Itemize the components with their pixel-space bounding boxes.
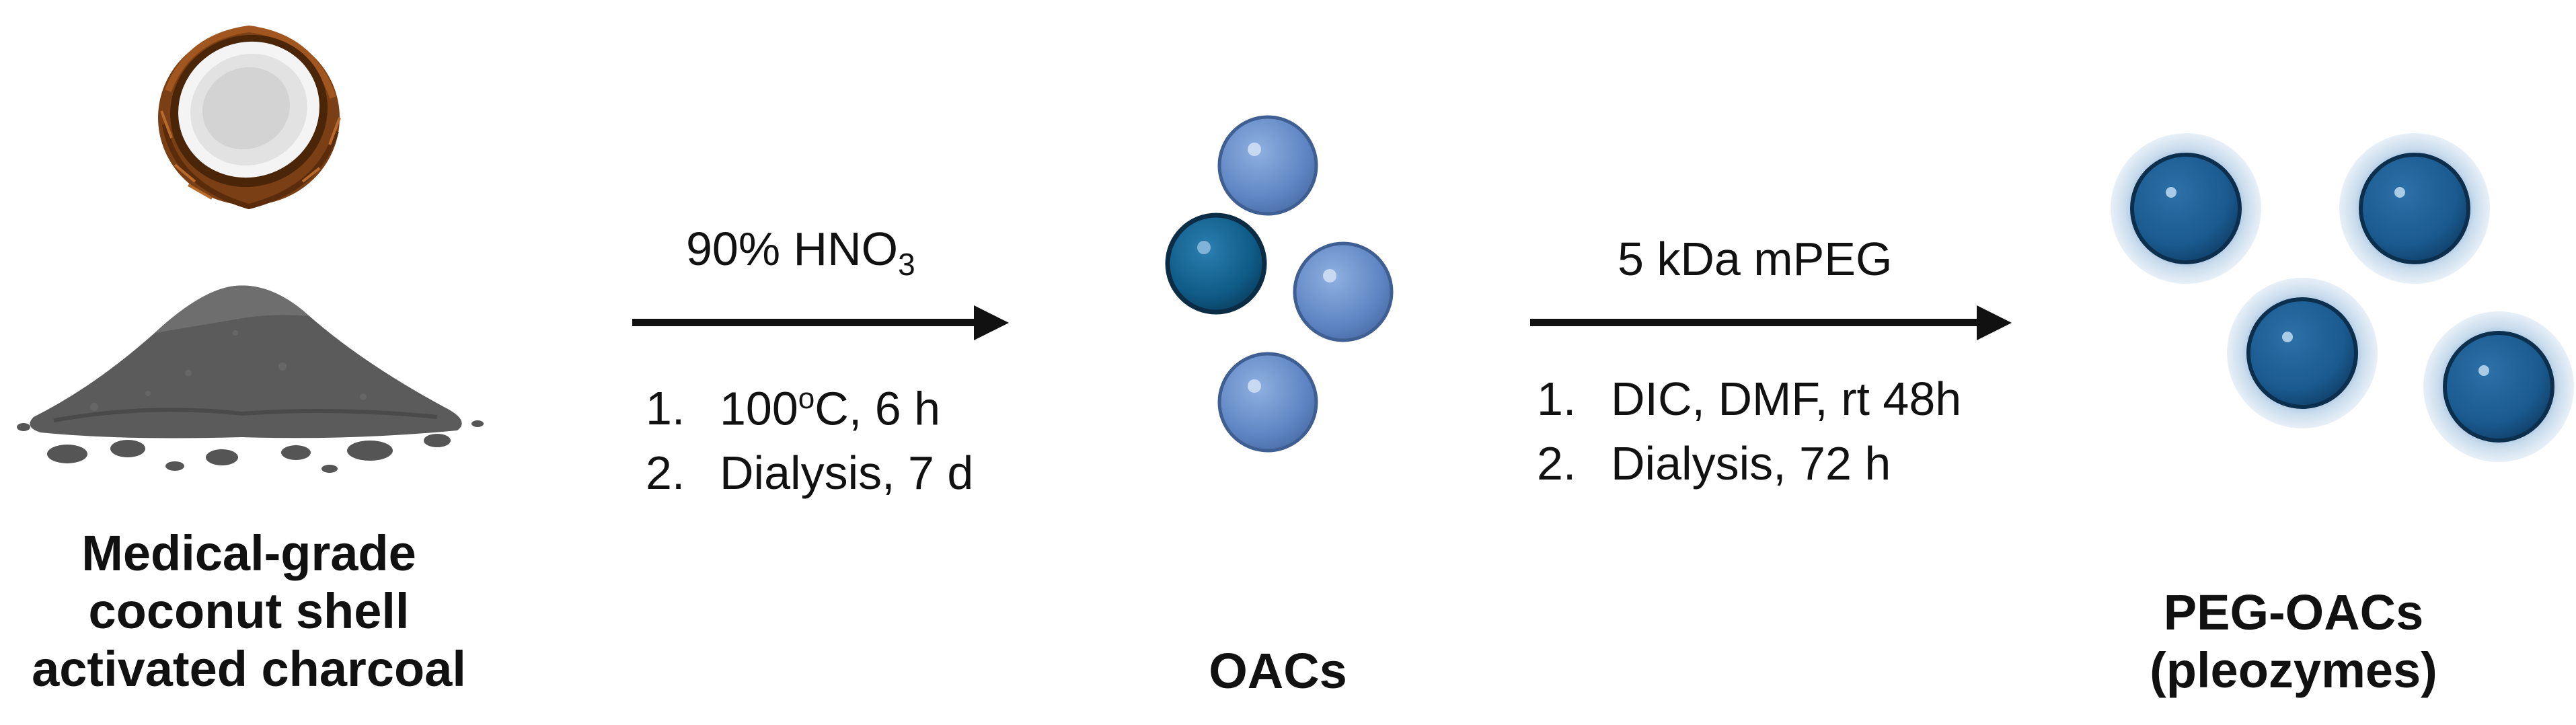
peg-oac-particle-middle (2227, 278, 2378, 428)
step1-conditions: 1. 100oC, 6 h 2. Dialysis, 7 d (646, 367, 973, 505)
step1-reagent: 90% HNO3 (686, 222, 915, 291)
step2-arrow-shaft (1530, 319, 1979, 326)
product-label: PEG-OACs (pleozymes) (2112, 584, 2475, 699)
oac-particle-bottom (1217, 352, 1318, 453)
step1-arrow-head (974, 305, 1009, 340)
source-label-line-3: activated charcoal (32, 641, 466, 697)
step2-condition-1-number: 1. (1537, 373, 1577, 425)
step2-condition-2: 2. Dialysis, 72 h (1537, 431, 1961, 496)
step1-condition-1: 1. 100oC, 6 h (646, 367, 973, 441)
oac-particles (1157, 114, 1399, 471)
step1-condition-1-number: 1. (646, 382, 685, 435)
oac-particle-left (1165, 213, 1267, 315)
step1-reagent-text: 90% HNO (686, 223, 899, 275)
peg-oac-particle-bottom-right (2423, 311, 2574, 462)
step2-condition-2-text: Dialysis, 72 h (1611, 437, 1891, 490)
coconut-icon (148, 10, 350, 212)
step1-arrow (632, 305, 1009, 340)
oac-particle-right (1293, 241, 1394, 342)
step1-condition-1-text-before: 100 (720, 382, 798, 435)
step2-arrow-head (1977, 305, 2012, 340)
product-label-line-1: PEG-OACs (2163, 584, 2424, 640)
charcoal-pile-icon (13, 252, 484, 481)
peg-oac-particle-top-left (2111, 133, 2261, 284)
step2-conditions: 1. DIC, DMF, rt 48h 2. Dialysis, 72 h (1537, 367, 1961, 496)
intermediate-label: OACs (1209, 643, 1347, 699)
step1-condition-1-superscript: o (798, 382, 815, 415)
oac-particle-top (1217, 115, 1318, 216)
step2-condition-1-text: DIC, DMF, rt 48h (1611, 373, 1962, 425)
step2-reagent: 5 kDa mPEG (1618, 233, 1893, 285)
step2-arrow (1530, 305, 2014, 340)
step1-condition-2: 2. Dialysis, 7 d (646, 441, 973, 505)
source-label-line-1: Medical-grade (81, 525, 416, 581)
peg-oac-particle-top-right (2339, 133, 2490, 284)
step2-condition-2-number: 2. (1537, 437, 1577, 490)
product-label-line-2: (pleozymes) (2150, 642, 2437, 698)
source-label: Medical-grade coconut shell activated ch… (27, 525, 471, 698)
step1-condition-1-text-after: C, 6 h (815, 382, 941, 435)
step1-condition-2-number: 2. (646, 447, 685, 500)
peg-oac-particles (2098, 128, 2576, 484)
source-label-line-2: coconut shell (88, 583, 410, 639)
step1-arrow-shaft (632, 319, 977, 326)
step2-condition-1: 1. DIC, DMF, rt 48h (1537, 367, 1961, 431)
step1-condition-2-text: Dialysis, 7 d (720, 447, 974, 500)
step1-reagent-subscript: 3 (898, 247, 915, 282)
